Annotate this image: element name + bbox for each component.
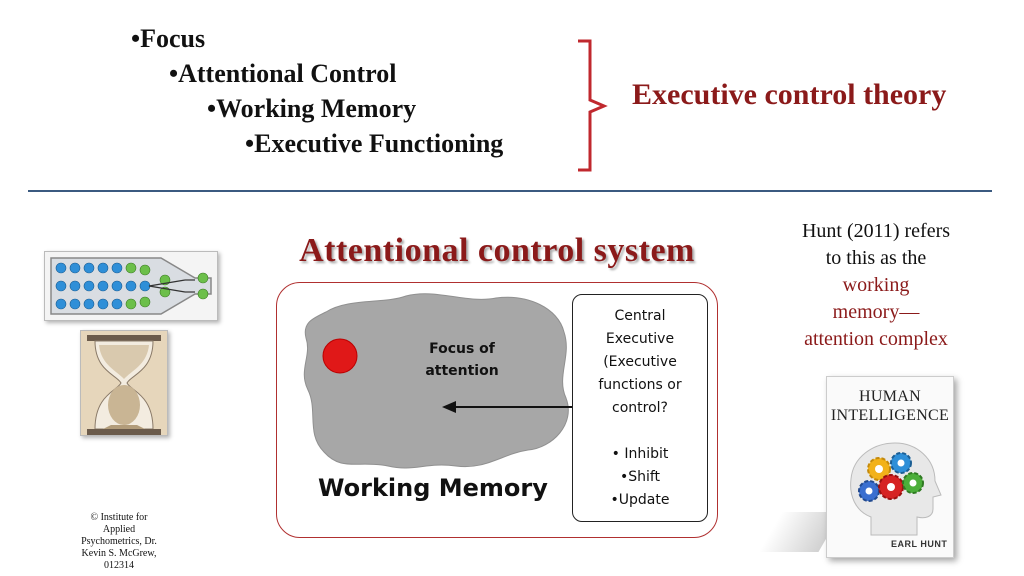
hunt-red-line1: working <box>842 274 910 296</box>
ce-line: functions or <box>598 377 682 393</box>
credit-line: Kevin S. McGrew, <box>81 548 157 559</box>
ce-line: Executive <box>605 331 675 347</box>
attentional-control-system-title: Attentional control system <box>299 232 695 269</box>
hunt-note: Hunt (2011) refers to this as the workin… <box>762 218 990 353</box>
ce-line: (Executive <box>603 354 677 370</box>
credit-line: 012314 <box>104 560 134 571</box>
hunt-red-line3: attention complex <box>804 328 948 350</box>
book-cover: HUMAN INTELLIGENCE EARL HUNT <box>826 376 954 558</box>
ce-line-update: •Update <box>610 492 670 508</box>
ce-line-shift: •Shift <box>619 469 661 485</box>
ce-spacer <box>573 420 707 443</box>
book-title-line1: HUMAN <box>859 388 921 405</box>
control-arrow <box>442 401 572 413</box>
ce-line: Central <box>614 308 666 324</box>
ce-line-inhibit: • Inhibit <box>611 446 669 462</box>
working-memory-blob <box>303 293 569 469</box>
divider <box>28 190 992 192</box>
executive-control-theory-label: Executive control theory <box>632 78 947 111</box>
focus-label-line1: Focus of <box>429 341 495 357</box>
right-brace <box>578 39 608 172</box>
book-title-line2: INTELLIGENCE <box>830 407 950 424</box>
copyright-credit: © Institute for Applied Psychometrics, D… <box>64 512 174 572</box>
hourglass-head-image <box>80 330 168 436</box>
credit-line: Psychometrics, Dr. <box>81 536 157 547</box>
bottleneck-image <box>44 251 218 321</box>
working-memory-label: Working Memory <box>318 474 548 502</box>
hunt-line2: to this as the <box>825 247 927 269</box>
credit-line: Applied <box>102 524 136 535</box>
hunt-red-line2: memory— <box>832 301 920 323</box>
attentional-control-system-box <box>276 282 718 538</box>
bullet-focus: •Focus <box>131 24 206 53</box>
focus-label-line2: attention <box>425 363 499 379</box>
bullet-executive-functioning: •Executive Functioning <box>245 129 504 158</box>
credit-line: © Institute for <box>90 512 148 523</box>
hunt-line1: Hunt (2011) refers <box>801 220 951 242</box>
focus-of-attention-label: Focus of attention <box>416 338 508 382</box>
book-author: EARL HUNT <box>891 539 948 549</box>
head-gears-icon <box>850 442 942 536</box>
ce-line: control? <box>612 400 668 416</box>
bullet-attentional-control: •Attentional Control <box>169 59 397 88</box>
bullet-working-memory: •Working Memory <box>207 94 417 123</box>
central-executive-box: Central Executive (Executive functions o… <box>572 294 708 522</box>
